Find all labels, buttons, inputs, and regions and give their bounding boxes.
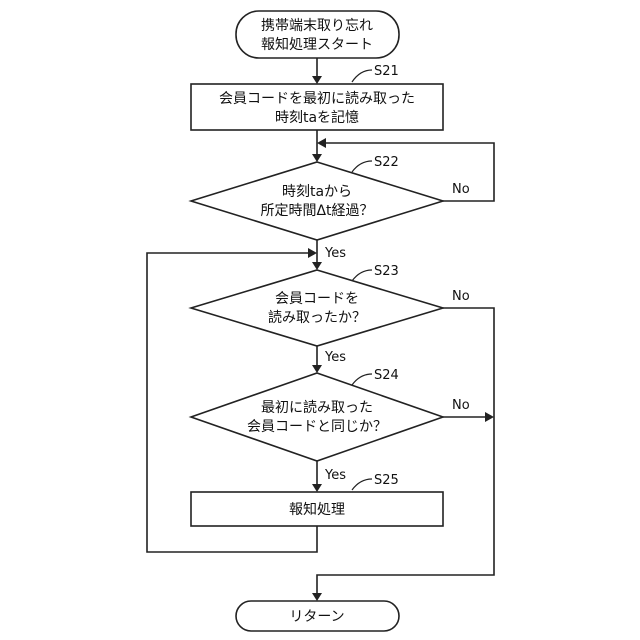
s24-decision — [191, 373, 443, 461]
s24-step-label: S24 — [374, 368, 399, 383]
arrow-start-s21 — [312, 76, 322, 84]
s21-label-line1: 会員コードを最初に読み取った — [219, 90, 415, 107]
s25-step-label: S25 — [374, 473, 399, 488]
end-label: リターン — [289, 609, 344, 625]
s23-no-label: No — [452, 289, 470, 304]
s22-label-line1: 時刻taから — [282, 184, 352, 200]
s23-step-label: S23 — [374, 264, 399, 279]
s22-label-line2: 所定時間Δt経過？ — [260, 203, 373, 219]
s24-no-label: No — [452, 398, 470, 413]
s22-yes-label: Yes — [324, 246, 346, 261]
arrow-s24-s25 — [312, 484, 322, 492]
s23-yes-label: Yes — [324, 350, 346, 365]
s24-label-line1: 最初に読み取った — [261, 399, 373, 416]
s23-label-line2: 読み取ったか？ — [268, 309, 366, 326]
s24-yes-label: Yes — [324, 468, 346, 483]
s23-leader-line — [352, 270, 372, 281]
s24-label-line2: 会員コードと同じか？ — [247, 419, 387, 435]
start-label-line2: 報知処理スタート — [261, 36, 373, 53]
arrow-s21-s22 — [312, 154, 322, 162]
s22-step-label: S22 — [374, 155, 399, 170]
start-label-line1: 携帯端末取り忘れ — [261, 18, 373, 34]
arrow-s25-loop-back — [308, 248, 317, 258]
s23-label-line1: 会員コードを — [275, 291, 359, 307]
s24-leader-line — [352, 374, 372, 385]
s22-decision — [191, 162, 443, 240]
s25-label: 報知処理 — [289, 501, 345, 518]
arrow-s22-s23 — [312, 262, 322, 270]
arrow-s22-no-loop — [317, 138, 326, 148]
s21-label-line2: 時刻taを記憶 — [275, 109, 359, 126]
arrow-s23-s24 — [312, 365, 322, 373]
arrow-s24-no — [485, 412, 494, 422]
s22-leader-line — [352, 161, 372, 172]
arrow-to-return — [312, 593, 322, 601]
s23-decision — [191, 270, 443, 346]
s21-leader-line — [352, 70, 372, 82]
s21-step-label: S21 — [374, 64, 399, 79]
s25-leader-line — [352, 479, 372, 490]
s22-no-label: No — [452, 182, 470, 197]
